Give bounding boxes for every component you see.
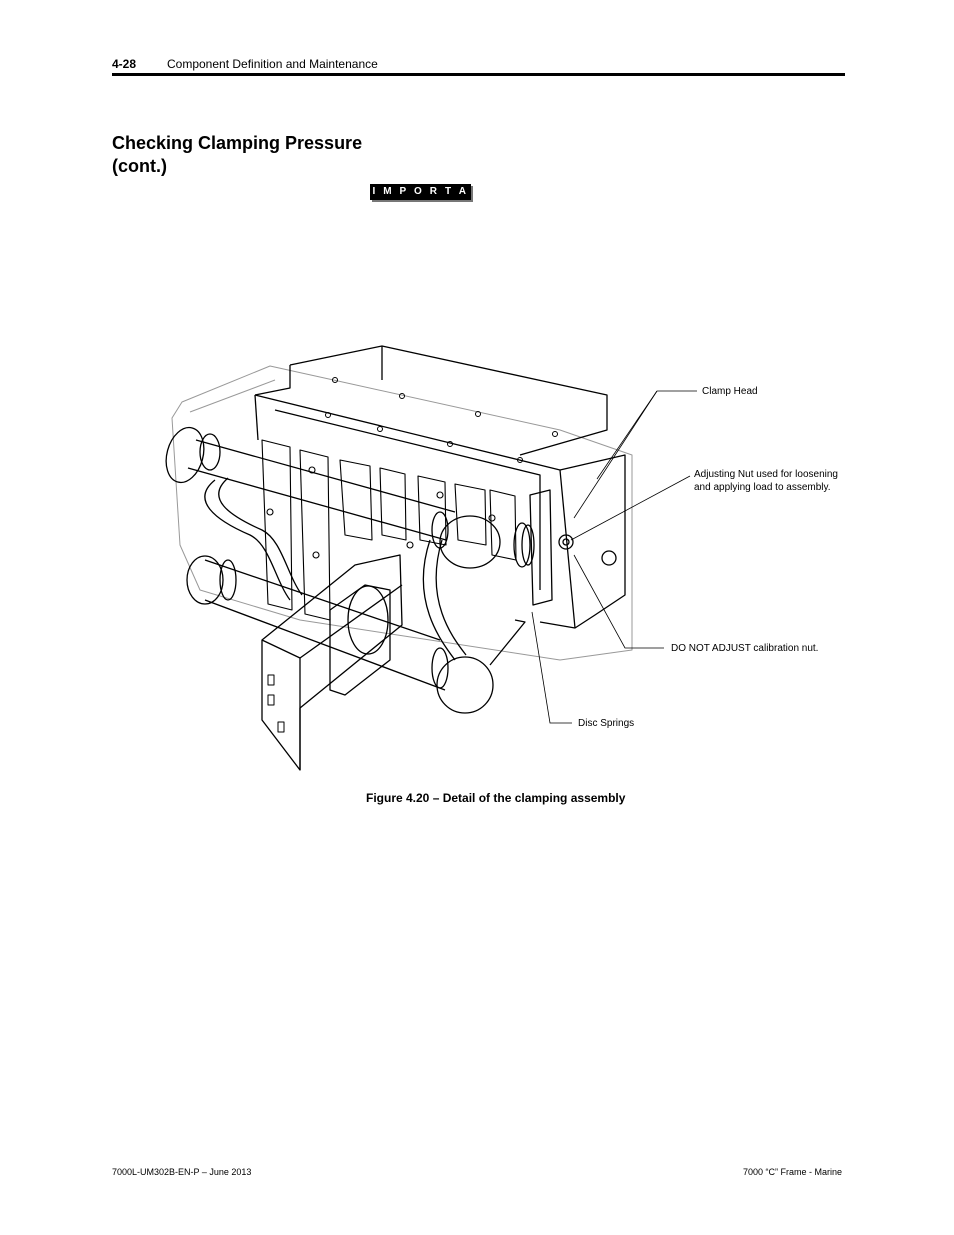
page-number: 4-28 [112, 57, 137, 71]
callout-do-not-adjust: DO NOT ADJUST calibration nut. [671, 643, 819, 654]
figure-caption: Figure 4.20 – Detail of the clamping ass… [366, 791, 626, 805]
footer-product-name: 7000 “C” Frame - Marine [742, 1167, 842, 1177]
callout-disc-springs: Disc Springs [578, 718, 635, 729]
callout-clamp-head: Clamp Head [702, 386, 758, 397]
callout-adjusting-nut-line1: Adjusting Nut used for loosening [694, 469, 838, 480]
callout-adjusting-nut-line2: and applying load to assembly. [694, 482, 831, 493]
header-rule [112, 73, 845, 76]
section-title: Checking Clamping Pressure (cont.) [112, 133, 363, 176]
header-title: Component Definition and Maintenance [167, 57, 378, 71]
callout-adjusting-nut: Adjusting Nut used for loosening and app… [694, 468, 838, 494]
footer-document-id: 7000L-UM302B-EN-P – June 2013 [112, 1167, 252, 1177]
important-badge: I M P O R T A N T [370, 184, 471, 213]
